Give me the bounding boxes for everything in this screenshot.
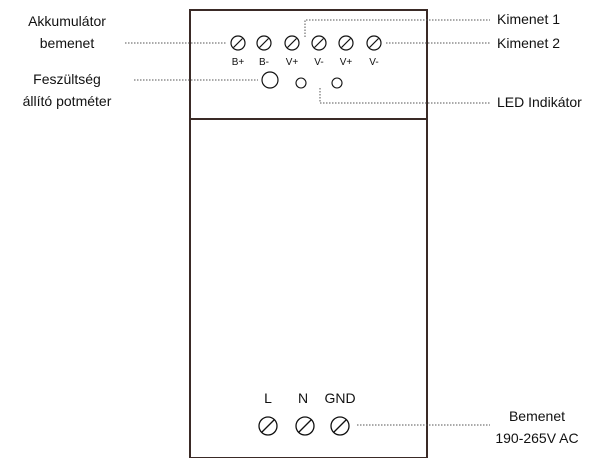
terminal-label: V- [314,57,323,68]
indicator-led-right [331,77,343,89]
bottom-terminal-block: L N GND [258,390,356,436]
terminal-screw [366,35,382,51]
terminal-screw [295,416,315,436]
terminal-label: V+ [286,57,299,68]
led-indicator-label: LED Indikátor [497,94,582,110]
mains-input-label: 190-265V AC [495,430,578,446]
mains-input-label: Bemenet [509,408,565,424]
terminal-screw [256,35,272,51]
voltage-pot-label: állító potméter [23,93,112,109]
terminal-label: GND [324,390,355,406]
battery-input-label: bemenet [40,35,95,51]
terminal-screw [311,35,327,51]
terminal-screw [230,35,246,51]
terminal-label: V+ [340,57,353,68]
terminal-label: L [264,390,272,406]
terminal-screw [338,35,354,51]
top-terminal-block: B+ B- V+ V- V+ V- [230,35,382,68]
indicator-led-left [295,77,307,89]
housing-outline [189,9,428,459]
terminal-label: N [298,390,308,406]
terminal-screw [330,416,350,436]
terminal-label: B- [259,57,269,68]
leader-output-1 [304,19,490,37]
battery-input-label: Akkumulátor [28,13,106,29]
output-2-label: Kimenet 2 [497,35,560,51]
terminal-label: V- [369,57,378,68]
voltage-pot-label: Feszültség [33,71,101,87]
terminal-label: B+ [232,57,245,68]
leader-lines [125,19,490,426]
output-1-label: Kimenet 1 [497,11,560,27]
leader-led-indicator [319,88,490,104]
terminal-screw [258,416,278,436]
device-housing [189,9,428,459]
terminal-screw [284,35,300,51]
voltage-potentiometer [261,71,279,89]
